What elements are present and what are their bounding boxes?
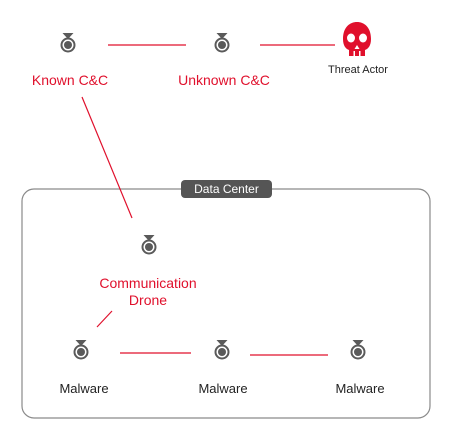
- edge-known-drone: [81, 96, 133, 219]
- biohazard-icon: [47, 25, 89, 62]
- biohazard-icon: [201, 332, 243, 368]
- data-center-label: Data Center: [181, 180, 272, 198]
- skull-icon: [343, 22, 371, 56]
- unknown-cc-label: Unknown C&C: [178, 72, 270, 88]
- malware-label: Malware: [335, 381, 385, 396]
- communication-drone-line1: Communication: [99, 275, 197, 291]
- threat-actor-label: Threat Actor: [328, 64, 388, 76]
- biohazard-icon: [337, 332, 379, 368]
- biohazard-icon: [201, 25, 243, 62]
- known-cc-label: Known C&C: [31, 72, 109, 88]
- communication-drone-label: Communication Drone: [99, 275, 196, 309]
- biohazard-icon: [128, 227, 170, 263]
- malware-label: Malware: [59, 381, 109, 396]
- biohazard-icon: [60, 332, 102, 368]
- edge-drone-malware1: [96, 310, 113, 328]
- malware-label: Malware: [198, 381, 248, 396]
- communication-drone-line2: Drone: [128, 292, 168, 308]
